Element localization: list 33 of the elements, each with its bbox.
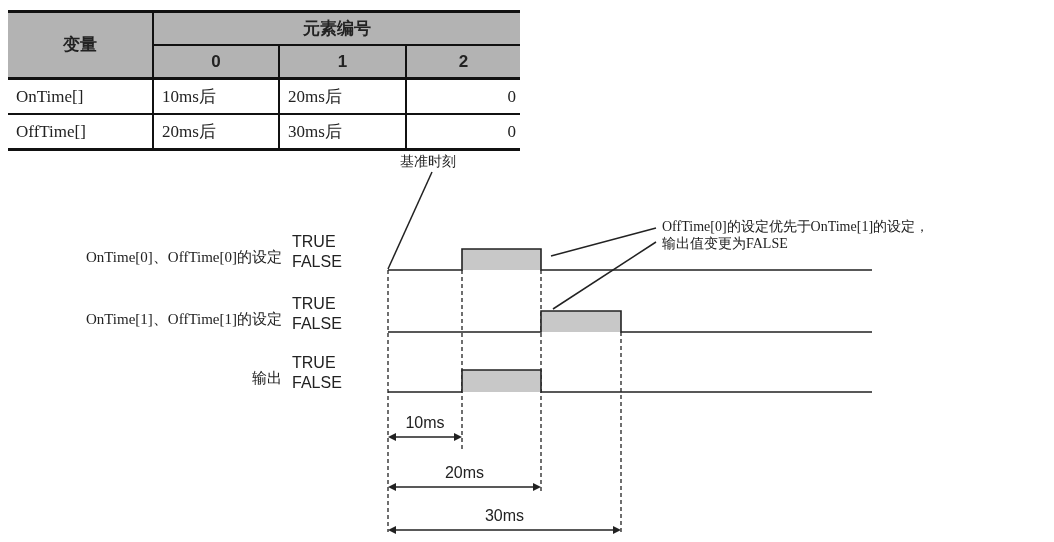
annotation-text: OffTime[0]的设定优先于OnTime[1]的设定，输出值变更为FALSE [662,218,934,252]
row-header: OffTime[] [8,115,154,151]
cell-value: 30ms后 [280,115,407,151]
state-label: FALSE [292,253,342,271]
state-label: FALSE [292,315,342,333]
dimension-label: 30ms [483,506,526,526]
cell-value: 20ms后 [154,115,280,151]
dimension-label: 10ms [404,413,446,433]
column-header: 2 [407,46,520,80]
waveform [387,310,873,333]
leader-line [387,171,433,270]
state-label: TRUE [292,233,336,251]
leader-line [552,241,657,310]
cell-value: 0 [407,115,520,151]
waveform [387,248,873,271]
annotation-text: 基准时刻 [400,153,466,170]
column-header: 1 [280,46,407,80]
leader-line [550,227,657,257]
signal-name: 输出 [252,369,282,388]
state-label: TRUE [292,295,336,313]
state-label: TRUE [292,354,336,372]
state-label: FALSE [292,374,342,392]
dimension-label: 20ms [443,463,486,483]
column-header: 变量 [8,10,154,80]
cell-value: 20ms后 [280,80,407,115]
cell-value: 0 [407,80,520,115]
signal-name: OnTime[0]、OffTime[0]的设定 [85,248,282,267]
row-header: OnTime[] [8,80,154,115]
cell-value: 10ms后 [154,80,280,115]
column-header: 元素编号 [154,10,520,46]
waveform [387,369,873,393]
column-header: 0 [154,46,280,80]
signal-name: OnTime[1]、OffTime[1]的设定 [85,310,282,329]
